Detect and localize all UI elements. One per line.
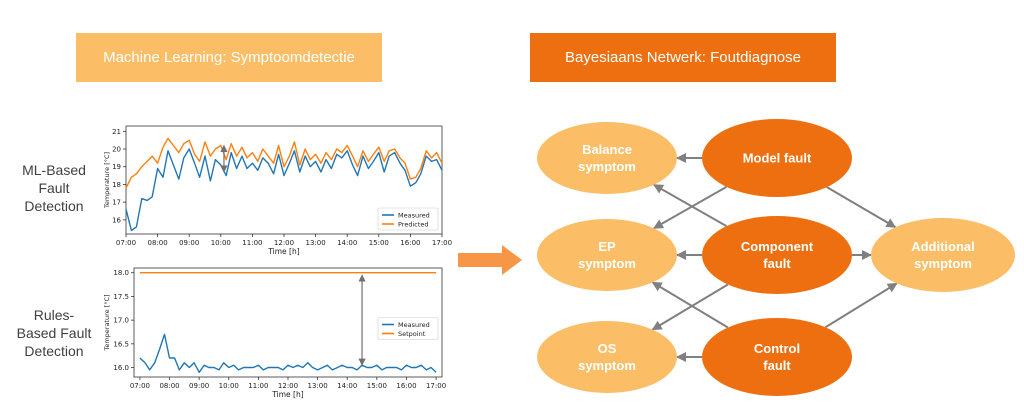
x-tick-label: 11:00 [242,239,262,247]
y-tick-label: 18 [112,181,121,189]
node-component-shape [702,216,852,294]
ml-label-line: Detection [24,198,84,214]
rules-chart-svg: 16.0 16.5 17.0 17.5 18.0 07:00 08:00 09:00 10:00… [103,267,446,399]
node-os-shape [537,321,677,393]
rules-detection-label: Rules- Based Fault Detection [2,306,106,360]
node-ep-label: EP [598,239,616,254]
x-tick-label: 17:00 [432,239,452,247]
legend-label: Predicted [398,220,429,228]
node-balance-label: Balance [582,142,632,157]
ml-chart-svg: 16 17 18 19 20 21 07:00 08:00 09:00 10:00 11:00 12:… [103,125,452,256]
node-os: OS symptom [537,321,677,393]
ml-label-line: Fault [38,180,70,196]
x-tick-label: 13:00 [306,239,326,247]
node-control-label: Control [754,341,800,356]
x-tick-label: 11:00 [248,382,268,390]
x-axis-label: Time [h] [267,247,299,256]
y-tick-label: 16 [112,216,121,224]
y-tick-label: 18.0 [113,269,129,277]
y-axis-label: Temperature [°C] [103,294,111,351]
network-edges [651,153,898,362]
y-tick-label: 16.0 [113,364,129,372]
rules-temperature-chart: 16.0 16.5 17.0 17.5 18.0 07:00 08:00 09:00 10:00… [100,265,450,405]
x-tick-label: 16:00 [400,239,420,247]
y-tick-label: 21 [112,128,121,136]
ml-label-line: ML-Based [22,162,86,178]
series-line-measured [125,148,443,232]
x-tick-label: 12:00 [274,239,294,247]
ml-detection-label: ML-Based Fault Detection [2,161,106,215]
node-additional-label: Additional [911,239,975,254]
node-os-label: OS [598,341,617,356]
x-tick-label: 15:00 [369,239,389,247]
x-tick-label: 10:00 [219,382,239,390]
series-line-measured [139,333,437,374]
node-ep: EP symptom [537,219,677,291]
y-tick-label: 16.5 [113,340,129,348]
rb-label-line: Rules- [33,307,75,323]
y-tick-label: 17 [112,199,121,207]
node-balance: Balance symptom [537,122,677,194]
x-tick-label: 07:00 [130,382,150,390]
x-tick-label: 09:00 [179,239,199,247]
x-tick-label: 16:00 [396,382,416,390]
ml-temperature-chart: 16 17 18 19 20 21 07:00 08:00 09:00 10:00 11:00 12:… [100,121,452,261]
node-model-label: Model fault [743,151,812,166]
y-tick-label: 17.0 [113,317,129,325]
edge-model-to-ep [652,185,727,230]
y-tick-label: 19 [112,163,121,171]
x-tick-label: 12:00 [278,382,298,390]
node-model-shape [702,119,852,197]
node-balance-shape [537,122,677,194]
node-component-label: Component [741,239,814,254]
x-tick-label: 08:00 [159,382,179,390]
bn-banner-title: Bayesiaans Netwerk: Foutdiagnose [565,49,801,66]
x-tick-label: 17:00 [426,382,446,390]
x-tick-label: 13:00 [308,382,328,390]
node-os-label: symptom [578,358,636,373]
y-tick-label: 17.5 [113,293,129,301]
rb-label-line: Based Fault [16,325,92,341]
node-control: Control fault [702,318,852,396]
legend-label: Measured [398,321,430,329]
x-tick-label: 07:00 [116,239,136,247]
edge-component-to-os [651,283,729,331]
node-additional: Additional symptom [871,218,1015,292]
edge-control-to-ep [651,281,729,329]
series-line-predicted [125,137,443,189]
x-tick-label: 14:00 [337,382,357,390]
ml-banner-title: Machine Learning: Symptoomdetectie [103,49,355,66]
x-tick-label: 14:00 [337,239,357,247]
ml-banner: Machine Learning: Symptoomdetectie [76,33,382,82]
edge-control-to-additional [824,282,898,329]
x-tick-label: 08:00 [148,239,168,247]
legend-label: Measured [398,211,430,219]
edge-model-to-additional [826,186,897,229]
node-ep-label: symptom [578,256,636,271]
node-ep-shape [537,219,677,291]
x-tick-label: 15:00 [367,382,387,390]
x-tick-label: 10:00 [211,239,231,247]
node-control-shape [702,318,852,396]
x-tick-label: 09:00 [189,382,209,390]
node-component-label: fault [763,256,791,271]
legend-label: Setpoint [398,330,426,338]
node-control-label: fault [763,358,791,373]
bn-banner: Bayesiaans Netwerk: Foutdiagnose [530,33,836,82]
node-component: Component fault [702,216,852,294]
edge-component-to-balance [652,183,727,228]
node-model: Model fault [702,119,852,197]
node-additional-shape [871,218,1015,292]
y-tick-label: 20 [112,146,121,154]
flow-arrow-icon [458,245,522,275]
node-additional-label: symptom [914,256,972,271]
x-axis-label: Time [h] [271,390,303,399]
node-balance-label: symptom [578,159,636,174]
rb-label-line: Detection [24,343,84,359]
y-axis-label: Temperature [°C] [103,152,111,209]
